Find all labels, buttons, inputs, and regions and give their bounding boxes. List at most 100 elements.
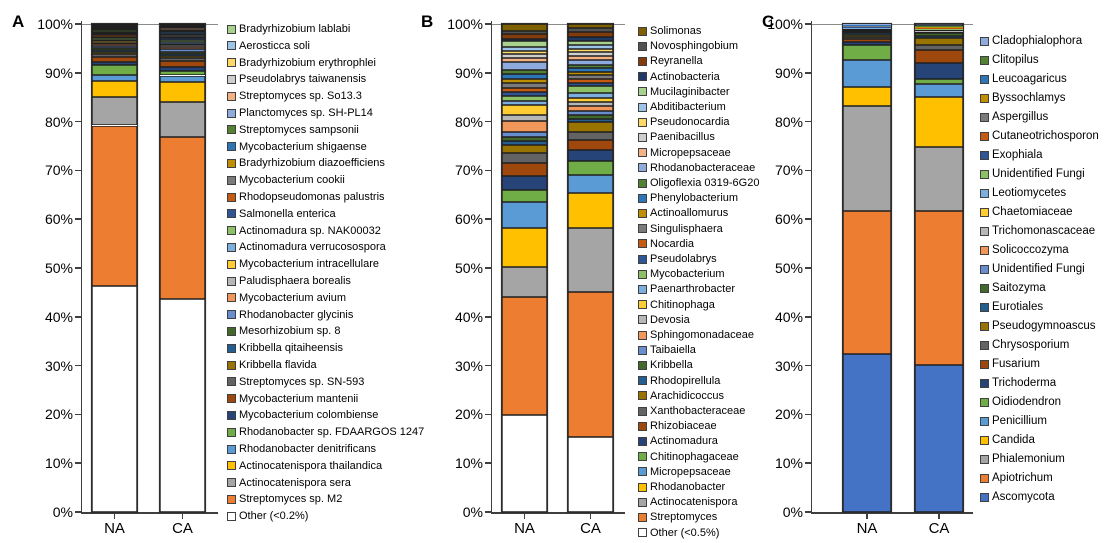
legend-swatch-icon bbox=[638, 41, 647, 51]
bar-CA bbox=[568, 24, 613, 512]
bar-segment bbox=[502, 114, 547, 122]
bar-segment bbox=[92, 52, 137, 55]
legend-item: Apiotrichum bbox=[980, 472, 1053, 484]
legend-item: Mycobacterium mantenii bbox=[227, 393, 358, 405]
legend-label: Pseudolabrys bbox=[650, 253, 717, 265]
legend-label: Leucoagaricus bbox=[992, 73, 1067, 85]
bar-segment bbox=[843, 44, 891, 60]
bar-segment bbox=[92, 125, 137, 287]
y-tick bbox=[804, 120, 811, 123]
bar-segment bbox=[502, 228, 547, 267]
legend-swatch-icon bbox=[638, 315, 647, 325]
panel-label-C: C bbox=[762, 12, 775, 31]
legend-swatch-icon bbox=[638, 224, 647, 234]
y-tick bbox=[484, 72, 491, 74]
legend-swatch-icon bbox=[980, 321, 989, 331]
x-tick bbox=[938, 513, 940, 519]
x-axis-line bbox=[490, 512, 625, 514]
bar-segment bbox=[160, 41, 205, 44]
bar-segment bbox=[843, 28, 891, 30]
bar-segment bbox=[92, 25, 137, 27]
legend-label: Penicillium bbox=[992, 415, 1047, 427]
y-tick bbox=[74, 462, 81, 464]
y-tick-label: 40% bbox=[44, 308, 73, 325]
legend-label: Oidiodendron bbox=[992, 396, 1062, 408]
legend-item: Mycobacterium bbox=[638, 268, 725, 280]
bar-segment bbox=[160, 45, 205, 48]
legend-swatch-icon bbox=[638, 497, 647, 507]
legend-swatch-icon bbox=[638, 132, 647, 142]
x-axis-line bbox=[810, 512, 973, 514]
legend-label: Actinomadura verrucosospora bbox=[239, 241, 386, 254]
legend-label: Bradyrhizobium lablabi bbox=[239, 23, 351, 35]
bar-segment bbox=[502, 78, 547, 83]
bar-segment bbox=[843, 211, 891, 355]
x-category-label: CA bbox=[580, 520, 601, 537]
bar-segment bbox=[160, 75, 205, 82]
legend-swatch-icon bbox=[227, 494, 236, 504]
y-tick-label: 20% bbox=[454, 406, 483, 423]
legend-swatch-icon bbox=[980, 188, 989, 198]
legend-swatch-icon bbox=[638, 330, 647, 340]
bar-segment bbox=[502, 131, 547, 138]
legend-item: Novosphingobium bbox=[638, 40, 738, 52]
bar-segment bbox=[568, 192, 613, 228]
legend-swatch-icon bbox=[980, 207, 989, 217]
bar-segment bbox=[160, 30, 205, 33]
bar-segment bbox=[843, 29, 891, 31]
bar-segment bbox=[502, 266, 547, 297]
legend-swatch-icon bbox=[638, 239, 647, 249]
legend-label: Clitopilus bbox=[992, 54, 1039, 66]
bar-segment bbox=[568, 45, 613, 49]
legend-label: Nocardia bbox=[650, 237, 695, 250]
legend-label: Aerosticca soli bbox=[239, 39, 310, 52]
bar-segment bbox=[568, 140, 613, 151]
legend-swatch-icon bbox=[638, 436, 647, 446]
bar-segment bbox=[92, 56, 137, 62]
legend-item: Pseudolabrys taiwanensis bbox=[227, 73, 366, 85]
legend-item: Oligoflexia 0319-6G20 bbox=[638, 177, 759, 189]
legend-swatch-icon bbox=[638, 26, 647, 36]
legend-label: Leotiomycetes bbox=[992, 187, 1067, 199]
legend-item: Actinobacteria bbox=[638, 71, 720, 83]
legend-label: Rhodanobacter glycinis bbox=[239, 308, 354, 321]
legend-item: Mycobacterium intracellulare bbox=[227, 258, 379, 270]
y-tick bbox=[484, 364, 491, 367]
legend-label: Other (<0.5%) bbox=[650, 526, 720, 539]
legend-swatch-icon bbox=[638, 208, 647, 218]
legend-swatch-icon bbox=[980, 492, 989, 502]
legend-label: Kribbella bbox=[650, 359, 693, 372]
bar-segment bbox=[92, 30, 137, 32]
y-tick-label: 30% bbox=[454, 357, 483, 374]
bar-segment bbox=[568, 101, 613, 107]
bar-segment bbox=[92, 31, 137, 33]
legend-label: Mycobacterium cookii bbox=[239, 174, 345, 187]
legend-item: Mucilaginibacter bbox=[638, 86, 729, 98]
legend-item: Other (<0.5%) bbox=[638, 527, 719, 539]
legend-item: Streptomyces sp. M2 bbox=[227, 493, 342, 505]
legend-swatch-icon bbox=[638, 452, 647, 462]
legend-swatch-icon bbox=[227, 175, 236, 185]
legend-item: Trichomonascaceae bbox=[980, 225, 1095, 237]
y-tick-label: 20% bbox=[774, 406, 803, 423]
legend-swatch-icon bbox=[638, 163, 647, 173]
legend-label: Bradyrhizobium diazoefficiens bbox=[239, 157, 385, 170]
legend-label: Kribbella qitaiheensis bbox=[239, 342, 343, 355]
bar-segment bbox=[160, 49, 205, 52]
bar-segment bbox=[502, 30, 547, 35]
y-tick bbox=[804, 511, 811, 513]
bar-segment bbox=[502, 62, 547, 70]
bar-segment bbox=[568, 150, 613, 162]
legend-label: Mycobacterium intracellulare bbox=[239, 258, 379, 271]
legend-swatch-icon bbox=[980, 226, 989, 236]
legend-item: Mesorhizobium sp. 8 bbox=[227, 325, 341, 337]
bar-CA bbox=[915, 24, 963, 512]
legend-label: Cladophialophora bbox=[992, 35, 1083, 47]
legend-label: Paenibacillus bbox=[650, 131, 715, 144]
bar-segment bbox=[843, 87, 891, 106]
y-tick bbox=[804, 267, 811, 269]
legend-swatch-icon bbox=[227, 478, 236, 488]
legend-label: Taibaiella bbox=[650, 344, 696, 357]
bar-segment bbox=[915, 24, 963, 26]
bar-segment bbox=[915, 30, 963, 32]
